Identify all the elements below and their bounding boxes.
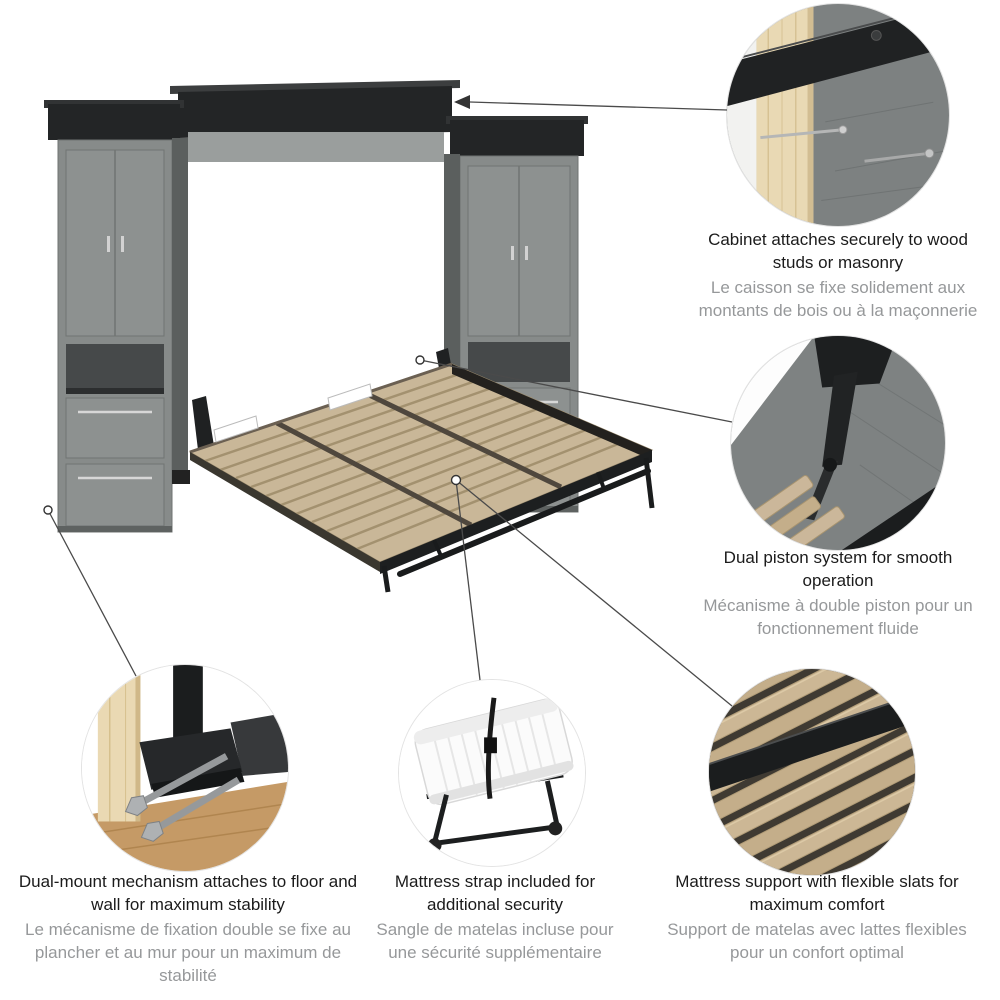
nail-icon — [760, 125, 848, 140]
caption-mattress-strap-fr: Sangle de matelas incluse pour une sécur… — [376, 920, 614, 962]
caption-dual-mount: Dual-mount mechanism attaches to floor a… — [12, 870, 364, 987]
bed-deck — [188, 362, 655, 593]
detail-photo-flexible-slats — [708, 668, 916, 876]
caption-wall-attachment-fr: Le caisson se fixe solidement aux montan… — [698, 278, 978, 320]
caption-mattress-strap: Mattress strap included for additional s… — [376, 870, 614, 964]
caption-wall-attachment-en: Cabinet attaches securely to wood studs … — [708, 230, 968, 272]
caption-flexible-slats: Mattress support with flexible slats for… — [652, 870, 982, 964]
caption-dual-mount-fr: Le mécanisme de fixation double se fixe … — [24, 920, 352, 985]
wood-stud-icon — [756, 4, 814, 226]
bed-cornice — [170, 80, 460, 138]
lag-bolt-icon — [124, 753, 241, 842]
caption-dual-piston-en: Dual piston system for smooth operation — [723, 548, 953, 590]
detail-photo-mattress-strap — [398, 679, 586, 867]
detail-photo-wall-attachment — [726, 3, 950, 227]
caption-flexible-slats-fr: Support de matelas avec lattes flexibles… — [667, 920, 967, 962]
caption-dual-mount-en: Dual-mount mechanism attaches to floor a… — [18, 872, 358, 914]
frame-rail-icon — [709, 693, 915, 792]
mount-bracket-icon — [139, 665, 245, 798]
wall-stud-icon — [97, 665, 141, 822]
caption-mattress-strap-en: Mattress strap included for additional s… — [394, 872, 596, 914]
caption-dual-piston-fr: Mécanisme à double piston pour un foncti… — [703, 596, 973, 638]
cabinet-base-icon — [230, 712, 288, 776]
detail-photo-dual-mount — [81, 664, 289, 872]
left-storage-tower — [44, 100, 184, 533]
caption-flexible-slats-en: Mattress support with flexible slats for… — [675, 872, 959, 914]
caption-dual-piston: Dual piston system for smooth operation … — [688, 546, 988, 640]
screw-icon — [864, 30, 935, 163]
caption-wall-attachment: Cabinet attaches securely to wood studs … — [688, 228, 988, 322]
strap-icon — [484, 697, 497, 800]
detail-photo-dual-piston — [730, 335, 946, 551]
